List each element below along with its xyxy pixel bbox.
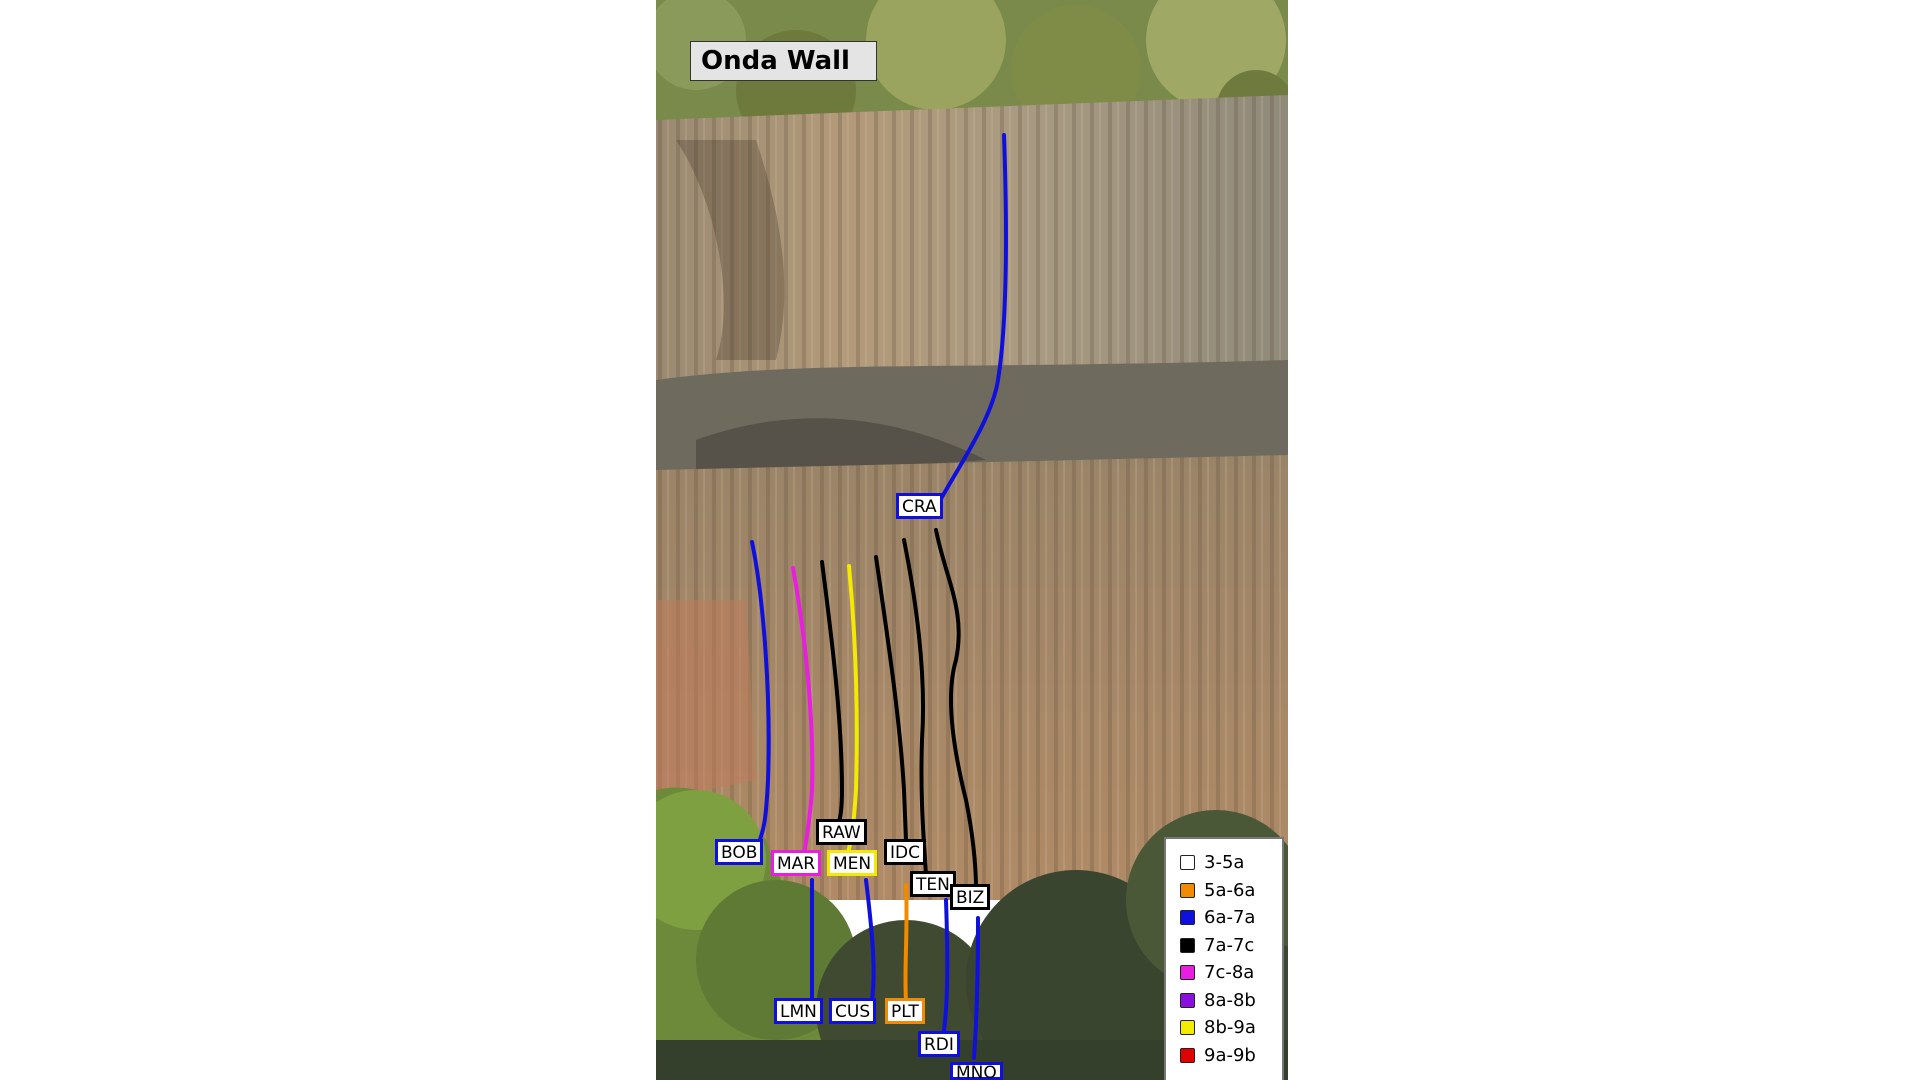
legend-swatch xyxy=(1180,1020,1195,1036)
route-line-mar xyxy=(791,566,815,858)
route-line-rdi xyxy=(942,898,950,1032)
legend-label: 7c-8a xyxy=(1204,962,1255,984)
legend-label: 3-5a xyxy=(1204,852,1245,874)
route-label-raw[interactable]: RAW xyxy=(816,819,867,845)
route-label-men[interactable]: MEN xyxy=(827,850,878,876)
route-label-lmn[interactable]: LMN xyxy=(774,998,823,1024)
route-label-cus[interactable]: CUS xyxy=(829,998,877,1024)
legend-row: 7c-8a xyxy=(1180,959,1282,987)
route-line-raw xyxy=(820,560,845,827)
route-label-plt[interactable]: PLT xyxy=(885,998,925,1024)
legend-swatch xyxy=(1180,910,1195,926)
legend-swatch xyxy=(1180,855,1195,871)
legend-label: 9a-9b xyxy=(1204,1044,1256,1066)
route-line-cra xyxy=(934,133,1008,510)
legend-swatch xyxy=(1180,1047,1195,1063)
legend-row: 5a-6a xyxy=(1180,877,1282,905)
legend-row: 7a-7c xyxy=(1180,932,1282,960)
route-label-rdi[interactable]: RDI xyxy=(918,1031,960,1057)
legend-label: 6a-7a xyxy=(1204,907,1256,929)
route-label-ten[interactable]: TEN xyxy=(910,871,956,897)
route-label-idc[interactable]: IDC xyxy=(884,839,926,865)
legend-swatch xyxy=(1180,965,1195,981)
legend-row: 3-5a xyxy=(1180,849,1282,877)
legend-label: 7a-7c xyxy=(1204,934,1255,956)
route-line-bob xyxy=(750,540,771,847)
legend-row: 6a-7a xyxy=(1180,904,1282,932)
route-line-plt xyxy=(903,883,909,1002)
route-line-cus xyxy=(864,878,876,1002)
legend-swatch xyxy=(1180,882,1195,898)
grade-legend: 3-5a 5a-6a 6a-7a 7a-7c 7c-8a 8a-8b 8b-9a xyxy=(1164,837,1284,1080)
route-line-biz xyxy=(934,528,978,892)
legend-row: 9a-9b xyxy=(1180,1042,1282,1070)
route-label-mno[interactable]: MNO xyxy=(950,1062,1003,1080)
legend-swatch xyxy=(1180,937,1195,953)
route-label-cra[interactable]: CRA xyxy=(896,493,943,519)
route-label-mar[interactable]: MAR xyxy=(771,850,822,876)
legend-label: 5a-6a xyxy=(1204,879,1256,901)
legend-label: 8a-8b xyxy=(1204,989,1256,1011)
route-line-idc xyxy=(874,555,908,842)
legend-label: 8b-9a xyxy=(1204,1017,1256,1039)
route-label-biz[interactable]: BIZ xyxy=(950,884,991,910)
crag-photo: Onda Wall CRA BOB RAW MAR MEN IDC TEN BI… xyxy=(656,0,1288,1080)
route-line-ten xyxy=(902,538,928,877)
route-line-mno xyxy=(972,916,980,1060)
legend-row: 8a-8b xyxy=(1180,987,1282,1015)
legend-swatch xyxy=(1180,992,1195,1008)
route-label-bob[interactable]: BOB xyxy=(715,839,764,865)
legend-row: 8b-9a xyxy=(1180,1014,1282,1042)
crag-title: Onda Wall xyxy=(690,41,877,81)
